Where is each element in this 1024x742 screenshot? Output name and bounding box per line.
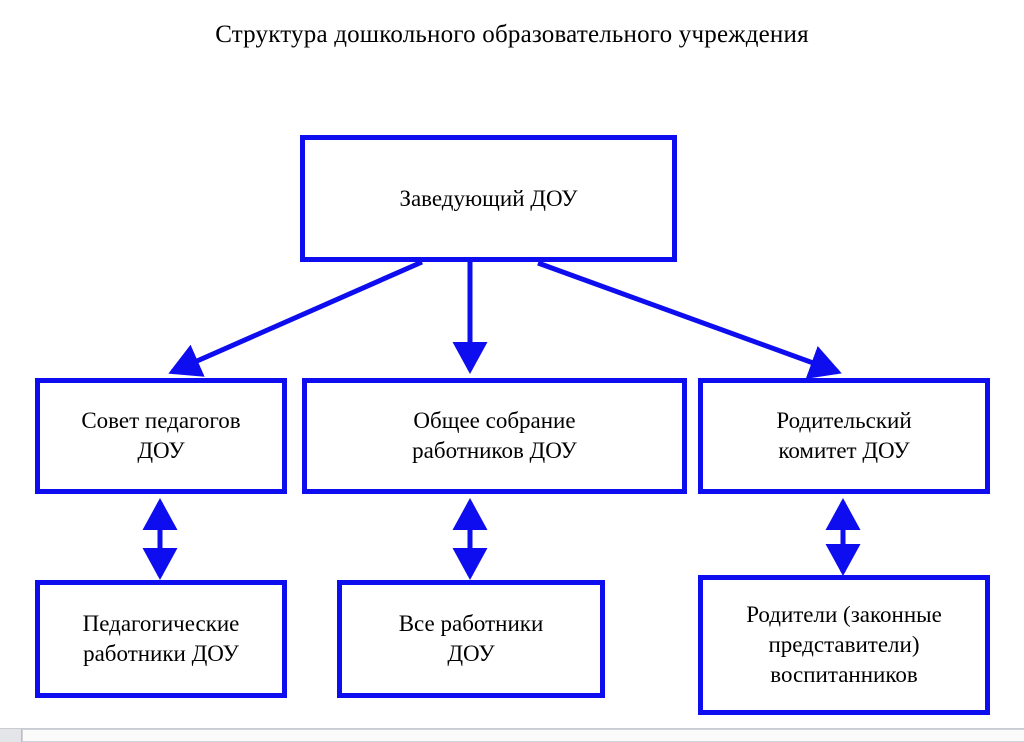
node-all-staff-label: Все работники ДОУ <box>398 611 544 666</box>
node-pedagogical-staff[interactable]: Педагогические работники ДОУ <box>35 580 287 698</box>
node-general-meeting-label: Общее собрание работников ДОУ <box>412 408 577 463</box>
node-teachers-council[interactable]: Совет педагогов ДОУ <box>35 378 287 494</box>
node-parent-committee[interactable]: Родительский комитет ДОУ <box>698 378 990 494</box>
page-title: Структура дошкольного образовательного у… <box>215 21 809 48</box>
connector-head-to-teachers-council <box>168 259 424 377</box>
node-parent-committee-label: Родительский комитет ДОУ <box>776 408 912 463</box>
horizontal-scrollbar[interactable] <box>0 728 1024 742</box>
scrollbar-track[interactable] <box>22 729 1024 742</box>
node-head[interactable]: Заведующий ДОУ <box>300 135 677 262</box>
node-all-staff[interactable]: Все работники ДОУ <box>337 580 605 698</box>
node-teachers-council-label: Совет педагогов ДОУ <box>81 408 241 463</box>
node-head-label: Заведующий ДОУ <box>399 185 578 211</box>
scrollbar-left-cap[interactable] <box>0 729 22 742</box>
node-general-meeting[interactable]: Общее собрание работников ДОУ <box>302 378 687 494</box>
connector-head-to-parent-committee <box>537 260 842 379</box>
node-parents[interactable]: Родители (законные представители) воспит… <box>698 575 990 715</box>
node-parents-label: Родители (законные представители) воспит… <box>746 602 942 687</box>
node-pedagogical-staff-label: Педагогические работники ДОУ <box>82 611 240 666</box>
